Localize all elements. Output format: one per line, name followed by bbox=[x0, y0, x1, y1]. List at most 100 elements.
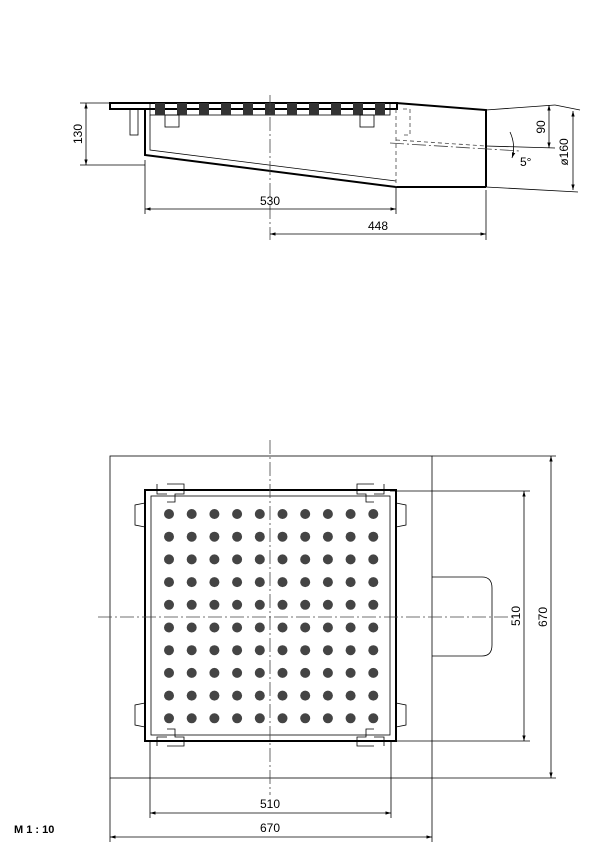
grate-hole bbox=[254, 645, 265, 656]
dim-outlet-height: 90 bbox=[534, 120, 548, 134]
grate-hole bbox=[186, 509, 197, 519]
outlet-pipe bbox=[395, 102, 487, 187]
grate-hole bbox=[277, 531, 288, 542]
grate-hole bbox=[322, 622, 333, 633]
grate-hole bbox=[164, 531, 174, 542]
grate-hole bbox=[345, 645, 356, 656]
grate-hole bbox=[232, 577, 243, 588]
support-tab-right bbox=[359, 114, 375, 128]
grate-hole bbox=[254, 509, 265, 519]
grate-hole bbox=[345, 599, 356, 610]
grate-hole bbox=[322, 531, 333, 542]
grate-hole bbox=[368, 509, 379, 519]
grate-hole bbox=[345, 531, 356, 542]
dim-height: 130 bbox=[71, 124, 85, 144]
grate-hole bbox=[277, 690, 288, 701]
dim-length-main: 530 bbox=[260, 194, 280, 208]
grate-hole bbox=[322, 690, 333, 701]
grate-hole bbox=[300, 713, 311, 724]
grate-hole bbox=[186, 667, 197, 678]
grate-hole bbox=[368, 645, 379, 656]
grate-hole bbox=[164, 690, 174, 701]
outlet-pipe-top bbox=[432, 576, 493, 657]
grate-hole bbox=[300, 645, 311, 656]
grate-hole bbox=[232, 713, 243, 724]
dim-outer-width: 670 bbox=[260, 821, 280, 835]
grate-hole bbox=[209, 509, 220, 519]
grate-hole bbox=[254, 577, 265, 588]
grate-hole bbox=[186, 531, 197, 542]
top-view: 510 670 510 670 bbox=[98, 440, 556, 842]
dim-angle: 5° bbox=[520, 155, 532, 169]
grate-hole bbox=[300, 509, 311, 519]
grate-hole bbox=[368, 690, 379, 701]
grate-hole bbox=[345, 622, 356, 633]
grate-hole bbox=[322, 713, 333, 724]
grate-hole bbox=[164, 509, 174, 519]
grate-hole bbox=[164, 577, 174, 588]
grate-hole bbox=[209, 577, 220, 588]
grate-hole bbox=[368, 577, 379, 588]
grate-hole bbox=[277, 509, 288, 519]
scale-label: M 1 : 10 bbox=[14, 824, 55, 836]
body-outline bbox=[144, 109, 486, 188]
grate-hole bbox=[322, 577, 333, 588]
grate-hole bbox=[209, 531, 220, 542]
grate-hole bbox=[368, 531, 379, 542]
grate-hole bbox=[164, 599, 174, 610]
grate-hole bbox=[232, 667, 243, 678]
grate-hole bbox=[254, 554, 265, 565]
grate-hole bbox=[232, 531, 243, 542]
grate bbox=[150, 495, 391, 736]
grate-hole bbox=[254, 622, 265, 633]
grate-hole bbox=[277, 577, 288, 588]
grate-hole bbox=[368, 622, 379, 633]
grate-hole bbox=[232, 554, 243, 565]
grate-hole bbox=[186, 577, 197, 588]
dim-outer-height: 670 bbox=[536, 607, 550, 627]
support-tab-left bbox=[164, 114, 180, 128]
grate-hole bbox=[368, 599, 379, 610]
grate-hole bbox=[345, 713, 356, 724]
grate-hole bbox=[277, 622, 288, 633]
grate-hole bbox=[300, 531, 311, 542]
grate-hole bbox=[164, 713, 174, 724]
grate-hole bbox=[300, 599, 311, 610]
grate-hole bbox=[232, 599, 243, 610]
grate-hole bbox=[209, 713, 220, 724]
grate-hole bbox=[277, 554, 288, 565]
grate-hole bbox=[300, 690, 311, 701]
grate-hole bbox=[232, 622, 243, 633]
grate-hole bbox=[345, 690, 356, 701]
grate-hole bbox=[254, 531, 265, 542]
grate-hole bbox=[345, 509, 356, 519]
grate-hole bbox=[186, 599, 197, 610]
grate-hole bbox=[300, 554, 311, 565]
side-lugs bbox=[134, 502, 407, 728]
grate-hole bbox=[209, 690, 220, 701]
grate-hole bbox=[300, 667, 311, 678]
grate-hole bbox=[186, 622, 197, 633]
grate-hole bbox=[322, 667, 333, 678]
side-lug bbox=[129, 108, 139, 136]
grate-hole bbox=[368, 713, 379, 724]
grate-hole bbox=[186, 690, 197, 701]
body-inner bbox=[149, 115, 397, 182]
grate-hole bbox=[254, 599, 265, 610]
grate-hole bbox=[164, 622, 174, 633]
grate-hole bbox=[322, 509, 333, 519]
grate-hole bbox=[345, 554, 356, 565]
grate-hole bbox=[164, 645, 174, 656]
grate-hole bbox=[368, 554, 379, 565]
grate-hole bbox=[322, 645, 333, 656]
grate-hole bbox=[232, 690, 243, 701]
drain-body bbox=[144, 489, 397, 742]
grate-hole bbox=[186, 554, 197, 565]
grate-hole bbox=[164, 667, 174, 678]
grate-hole bbox=[209, 599, 220, 610]
grate-hole bbox=[254, 713, 265, 724]
grate-hole bbox=[186, 713, 197, 724]
grate-hole bbox=[277, 667, 288, 678]
grate-hole bbox=[368, 667, 379, 678]
dim-inner-height: 510 bbox=[509, 606, 523, 626]
